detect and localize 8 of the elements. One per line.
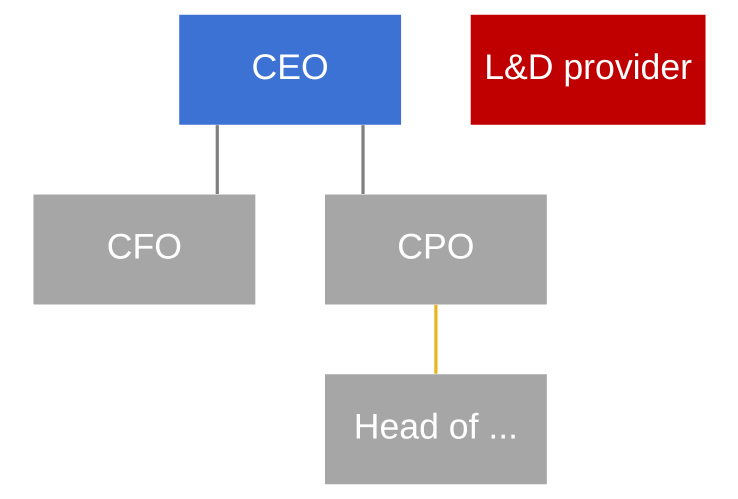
node-box: CPO bbox=[324, 194, 546, 305]
connector bbox=[215, 125, 218, 194]
node-box: Head of ... bbox=[324, 374, 546, 484]
node-box: L&D provider bbox=[470, 14, 706, 125]
node-box: CEO bbox=[178, 14, 401, 125]
connector bbox=[360, 125, 364, 194]
connector bbox=[434, 304, 438, 374]
node-box: CFO bbox=[32, 194, 255, 305]
